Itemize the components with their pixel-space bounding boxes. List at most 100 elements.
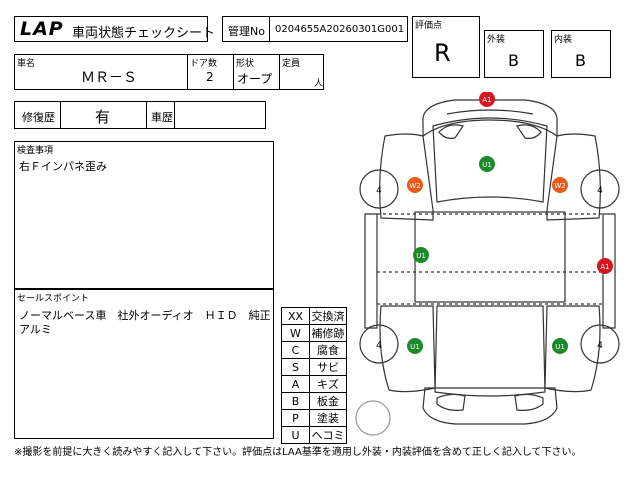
tire-number-fl: 4 (376, 186, 382, 196)
taillight-left (436, 393, 466, 411)
footer-note: ※撮影を前提に大きく読みやすく記入して下さい。評価点はLAA基準を適用し外装・内… (14, 447, 582, 458)
marker-w2-right-label: W2 (554, 182, 565, 190)
history-divider-2 (146, 102, 147, 128)
legend-meaning: 塗装 (309, 409, 347, 427)
marker-a1-front: A1 (479, 92, 495, 107)
history-divider-3 (174, 102, 175, 128)
tire-number-rl: 4 (376, 341, 382, 351)
car-name-label: 車名 (17, 59, 36, 69)
interior-grade-label: 内装 (554, 35, 573, 45)
doors-label: ドア数 (190, 59, 218, 69)
exterior-grade-value: B (508, 51, 519, 70)
title-box: LAP 車両状態チェックシート (14, 16, 215, 42)
legend-code: A (281, 375, 310, 393)
inspection-text: 右Ｆインパネ歪み (19, 160, 107, 173)
trunk (434, 305, 546, 397)
legend-meaning: 腐食 (309, 341, 347, 359)
marker-w2-left-label: W2 (409, 182, 420, 190)
tire-front-left (359, 169, 399, 209)
legend-code: C (281, 341, 310, 359)
marker-a1-right-side: A1 (597, 258, 613, 274)
taillight-right (514, 393, 544, 411)
vehicle-info-row: 車名 ＭＲ－Ｓ ドア数 2 形状 オープ 定員 人 (14, 54, 324, 90)
overall-grade-box: 評価点 R (412, 16, 480, 78)
right-door-outer (602, 213, 616, 329)
legend-meaning: ヘコミ (309, 426, 347, 444)
cabin (414, 211, 566, 303)
capacity-unit: 人 (314, 79, 324, 89)
inspection-label: 検査事項 (17, 146, 54, 156)
capacity-label: 定員 (282, 59, 301, 69)
sales-line-2: アルミ (19, 323, 52, 336)
legend-code: B (281, 392, 310, 410)
legend-meaning: 板金 (309, 392, 347, 410)
interior-grade-box: 内装 B (551, 30, 611, 78)
legend-meaning: キズ (309, 375, 347, 393)
right-rear-panel (544, 305, 601, 393)
car-diagram: 4 4 4 4 A1 U1 W2 W2 U1 A1 U1 U1 (355, 92, 620, 436)
legend-meaning: 補修跡 (309, 324, 347, 342)
marker-u1-left-side: U1 (413, 247, 429, 263)
legend-code: P (281, 409, 310, 427)
legend-code: S (281, 358, 310, 376)
tire-front-right (580, 169, 620, 209)
page-title: 車両状態チェックシート (72, 26, 216, 41)
marker-a1-right-side-label: A1 (600, 263, 609, 271)
capacity-cell: 定員 人 (280, 55, 323, 89)
mgmt-label: 管理No (228, 25, 265, 38)
marker-u1-rear-left: U1 (407, 338, 423, 354)
legend-code: XX (281, 307, 310, 325)
sales-box: セールスポイント ノーマルベース車 社外オーディオ ＨＩＤ 純正 アルミ (14, 289, 274, 439)
repair-value: 有 (95, 108, 111, 126)
exterior-grade-box: 外装 B (484, 30, 544, 78)
car-history-label: 車歴 (151, 111, 173, 124)
marker-u1-rear-left-label: U1 (410, 343, 420, 351)
marker-u1-hood: U1 (479, 156, 495, 172)
marker-u1-hood-label: U1 (482, 161, 492, 169)
legend-code: U (281, 426, 310, 444)
legend-code: W (281, 324, 310, 342)
headlight-right (516, 124, 542, 139)
shape-cell: 形状 オープ (234, 55, 280, 89)
right-side-panel (546, 133, 601, 221)
mgmt-divider (269, 17, 270, 41)
shape-value: オープ (237, 72, 273, 86)
logo: LAP (20, 18, 64, 40)
hood (432, 117, 548, 203)
history-row: 修復歴 有 車歴 (14, 101, 266, 129)
left-rear-panel (379, 305, 436, 393)
sales-label: セールスポイント (17, 294, 90, 304)
left-door-outer (364, 213, 378, 329)
doors-value: 2 (206, 70, 214, 84)
spare-tire (355, 400, 391, 436)
inspection-box: 検査事項 右Ｆインパネ歪み (14, 141, 274, 289)
sales-line-1: ノーマルベース車 社外オーディオ ＨＩＤ 純正 (19, 309, 271, 322)
mgmt-value: 0204655A20260301G001 (275, 24, 405, 35)
history-divider-1 (60, 102, 61, 128)
left-side-panel (379, 133, 434, 221)
front-grille (446, 109, 534, 115)
legend-meaning: 交換済 (309, 307, 347, 325)
name-cell: 車名 ＭＲ－Ｓ (15, 55, 188, 89)
mgmt-box: 管理No 0204655A20260301G001 (222, 16, 408, 42)
marker-w2-left: W2 (407, 177, 423, 193)
tire-rear-right (580, 324, 620, 364)
overall-grade-value: R (434, 39, 451, 67)
marker-u1-left-side-label: U1 (416, 252, 426, 260)
doors-cell: ドア数 2 (188, 55, 234, 89)
marker-u1-rear-right-label: U1 (555, 343, 565, 351)
marker-w2-right: W2 (552, 177, 568, 193)
tire-number-fr: 4 (597, 186, 603, 196)
marker-a1-front-label: A1 (482, 96, 491, 104)
repair-label: 修復歴 (22, 111, 55, 124)
shape-label: 形状 (236, 59, 255, 69)
